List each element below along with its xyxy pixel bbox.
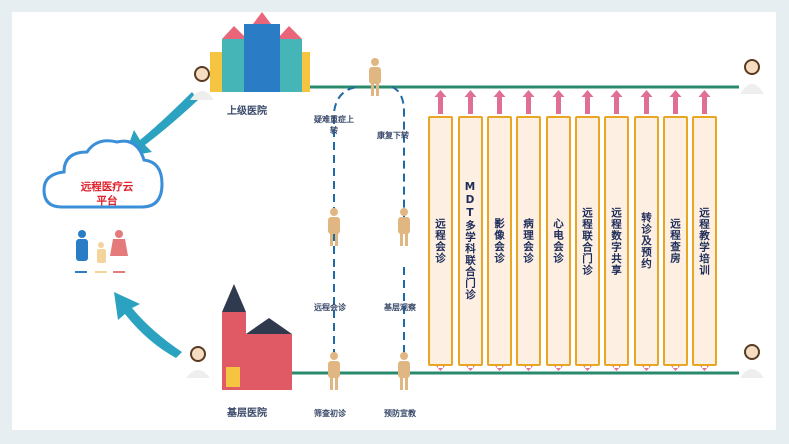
- diagram-graphics: [42, 12, 764, 390]
- service-label: 远程数字共享: [610, 206, 622, 276]
- remote-consult-label: 远程会诊: [314, 303, 346, 312]
- right-doctor-bottom-icon: [740, 344, 764, 378]
- service-label: MDT多学科联合门诊: [464, 181, 476, 301]
- service-column: MDT多学科联合门诊: [458, 116, 483, 366]
- service-label: 转诊及预约: [640, 212, 652, 270]
- cloud-platform-title: 远程医疗云 平台: [57, 180, 157, 208]
- service-label: 远程教学培训: [698, 206, 710, 276]
- cloud-title-line1: 远程医疗云: [80, 181, 134, 193]
- refer-down-path: [391, 86, 405, 217]
- cloud-title-line2: 平台: [96, 195, 118, 207]
- service-column: 转诊及预约: [634, 116, 659, 366]
- upper-hospital-icon: [210, 12, 310, 92]
- service-label: 远程联合门诊: [581, 206, 593, 276]
- service-column: 远程联合门诊: [575, 116, 600, 366]
- pink-arrow: [552, 90, 565, 114]
- lower-doctor-icon: [186, 346, 210, 378]
- refer-up-path: [333, 86, 358, 267]
- service-column: 远程数字共享: [604, 116, 629, 366]
- pink-arrow: [464, 90, 477, 114]
- pink-arrow: [669, 90, 682, 114]
- family-icon: [75, 230, 128, 273]
- pink-arrow: [581, 90, 594, 114]
- patient-icons: [328, 58, 410, 390]
- lower-to-cloud-arrow: [114, 292, 182, 358]
- grassroots-hospital-icon: [222, 284, 292, 390]
- right-doctor-top-icon: [740, 59, 764, 94]
- refer-up-label: 疑难重症上转: [314, 115, 354, 135]
- pink-arrow: [493, 90, 506, 114]
- grassroots-observe-label: 基层观察: [384, 303, 416, 312]
- service-label: 远程查房: [669, 218, 681, 264]
- upper-hospital-label: 上级医院: [227, 106, 267, 117]
- prevention-label: 预防宣教: [384, 409, 416, 418]
- pink-arrow: [522, 90, 535, 114]
- pink-arrow: [434, 90, 447, 114]
- service-column: 远程查房: [663, 116, 688, 366]
- refer-down-label: 康复下转: [377, 131, 409, 140]
- service-column: 心电会诊: [546, 116, 571, 366]
- diagram-canvas: 远程医疗云 平台 上级医院 基层医院 疑难重症上转 康复下转 远程会诊 基层观察…: [12, 12, 776, 430]
- grassroots-hospital-label: 基层医院: [227, 408, 267, 419]
- service-label: 病理会诊: [522, 218, 534, 264]
- service-label: 心电会诊: [552, 218, 564, 264]
- service-column: 远程会诊: [428, 116, 453, 366]
- service-column: 远程教学培训: [692, 116, 717, 366]
- pink-arrow: [640, 90, 653, 114]
- service-column: 病理会诊: [516, 116, 541, 366]
- service-label: 影像会诊: [493, 218, 505, 264]
- cloud-icon: [42, 139, 164, 209]
- service-label: 远程会诊: [434, 218, 446, 264]
- upper-doctor-icon: [190, 66, 214, 100]
- pink-arrow: [610, 90, 623, 114]
- pink-arrow: [698, 90, 711, 114]
- upper-to-cloud-arrow: [124, 92, 198, 157]
- service-column: 影像会诊: [487, 116, 512, 366]
- screening-label: 筛查初诊: [314, 409, 346, 418]
